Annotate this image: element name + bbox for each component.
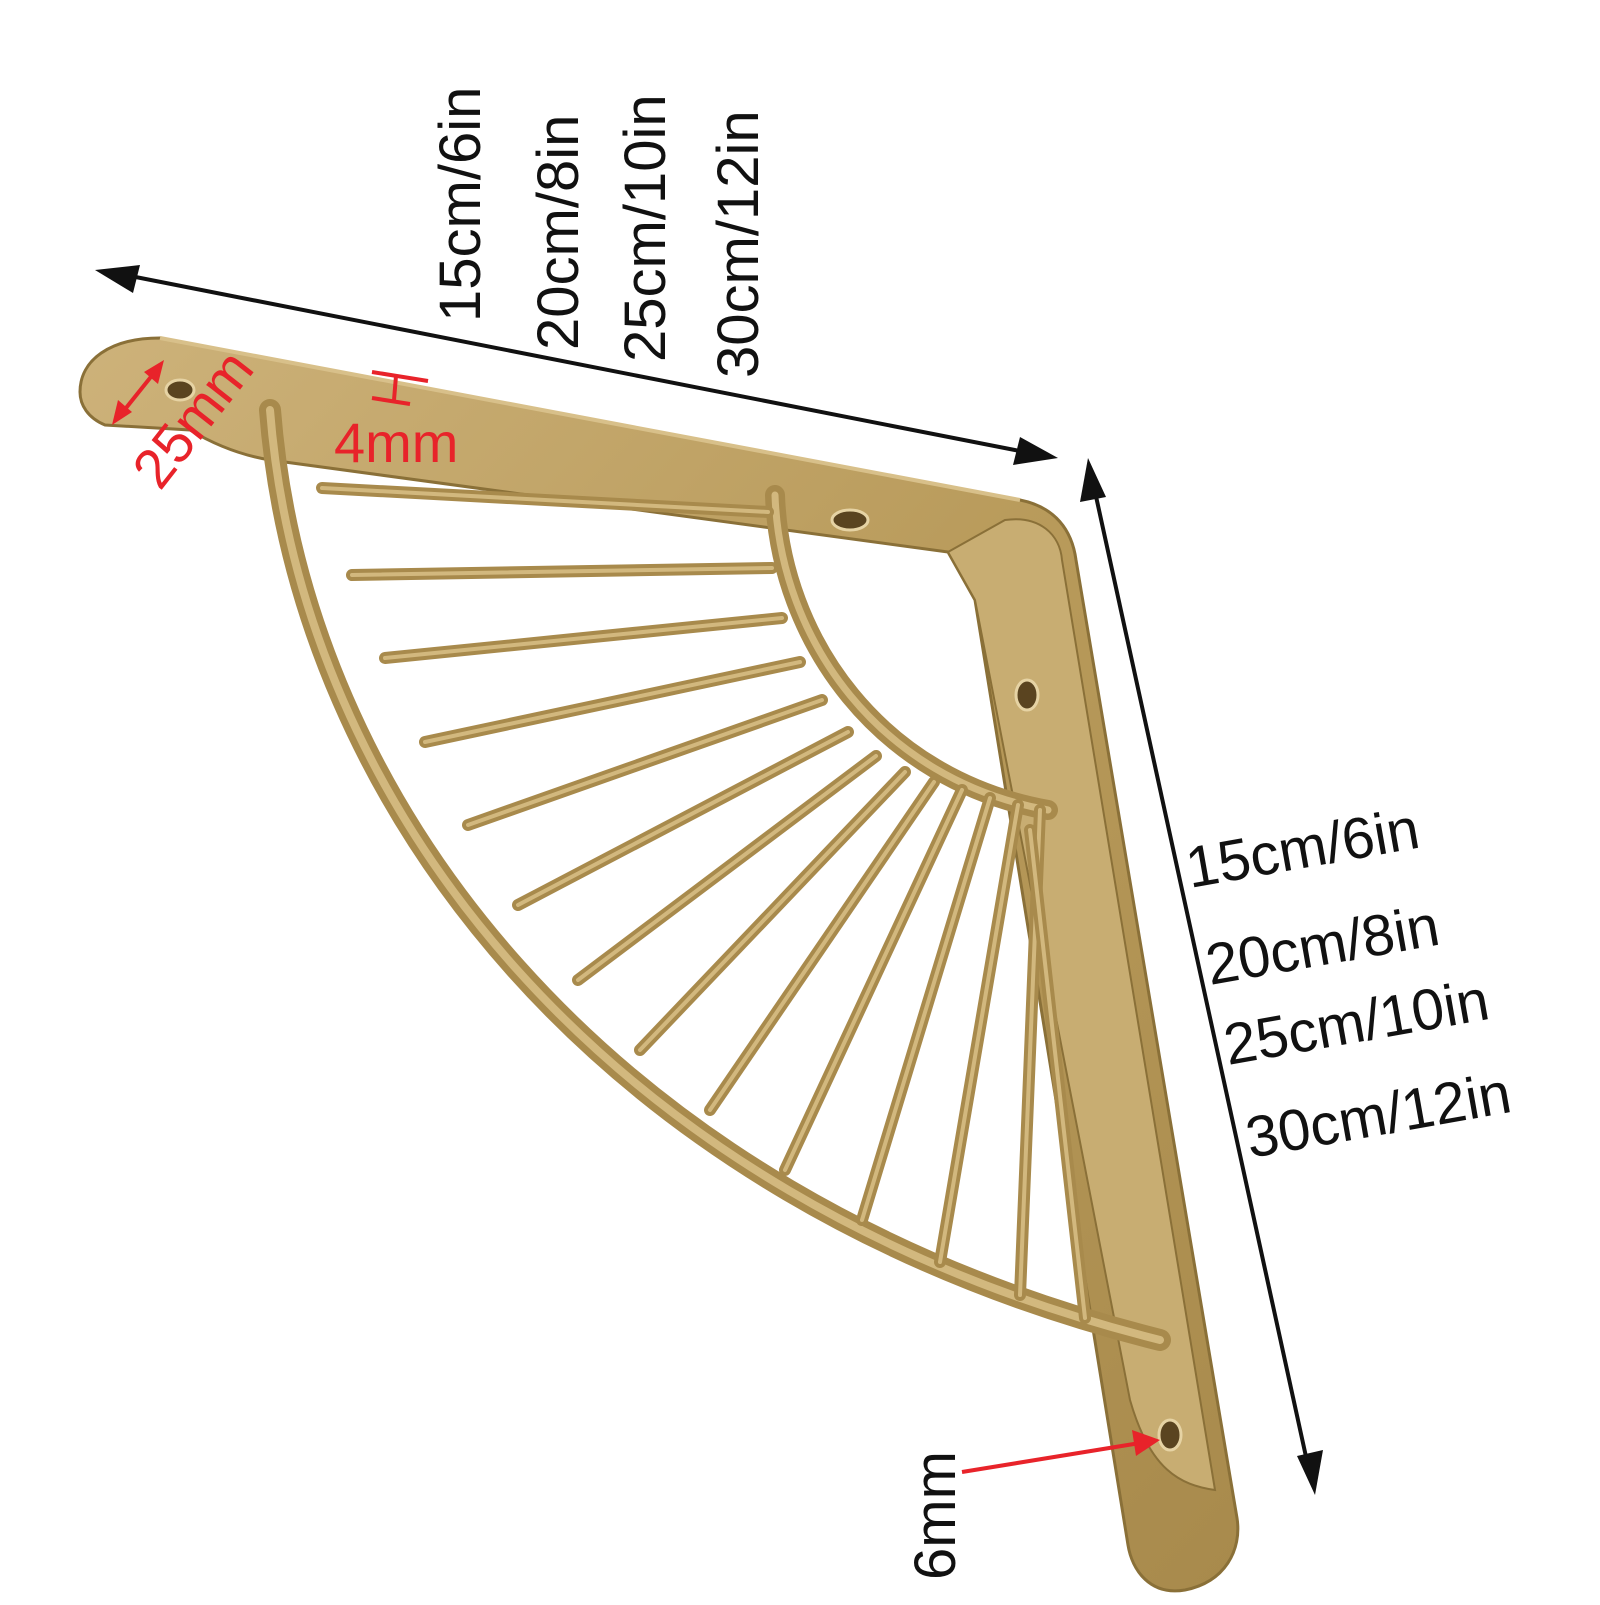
side-dimension-arrow [1080, 458, 1323, 1495]
spoke-highlight [576, 754, 878, 982]
spoke-highlight [783, 788, 964, 1172]
top-dimension-labels: 15cm/6in 20cm/8in 25cm/10in 30cm/12in [428, 87, 771, 378]
thickness-marker [371, 370, 429, 406]
hole-marker: 6mm [903, 1430, 1160, 1580]
top-dimension-arrow [95, 265, 1058, 465]
mounting-hole-icon [164, 378, 196, 402]
spoke-highlight [516, 730, 850, 907]
spoke-highlight [320, 486, 770, 514]
spoke-highlight [708, 780, 936, 1112]
spoke-highlight [423, 660, 802, 744]
arrow-icon [1013, 437, 1058, 465]
spoke-highlight [860, 796, 992, 1222]
bracket-vertical-face [946, 518, 1217, 1492]
hole-label: 6mm [903, 1451, 968, 1580]
radial-spokes [316, 482, 1091, 1324]
mounting-hole-icon [1157, 1418, 1183, 1452]
arrow-icon [1132, 1430, 1160, 1456]
thickness-label: 4mm [334, 411, 458, 474]
top-size-label: 30cm/12in [706, 110, 771, 378]
shelf-bracket [78, 336, 1240, 1593]
arrow-icon [144, 360, 164, 384]
arrow-icon [1080, 458, 1106, 502]
arrow-icon [95, 265, 140, 293]
arrow-icon [112, 400, 132, 425]
spoke-highlight [638, 770, 907, 1052]
mounting-hole-icon [1014, 678, 1040, 712]
spoke-highlight [383, 616, 784, 660]
side-size-label: 30cm/12in [1241, 1060, 1516, 1170]
spoke-highlight [938, 803, 1020, 1264]
arrow-icon [1297, 1450, 1323, 1495]
top-size-label: 15cm/6in [428, 87, 493, 322]
spoke-highlight [466, 698, 824, 827]
top-size-label: 20cm/8in [526, 115, 591, 350]
side-size-label: 15cm/6in [1181, 796, 1424, 901]
spoke-highlight [1028, 828, 1087, 1320]
mounting-hole-icon [830, 508, 870, 532]
bracket-top-edge [159, 336, 1021, 502]
spoke-highlight [350, 566, 774, 577]
top-size-label: 25cm/10in [613, 94, 678, 362]
